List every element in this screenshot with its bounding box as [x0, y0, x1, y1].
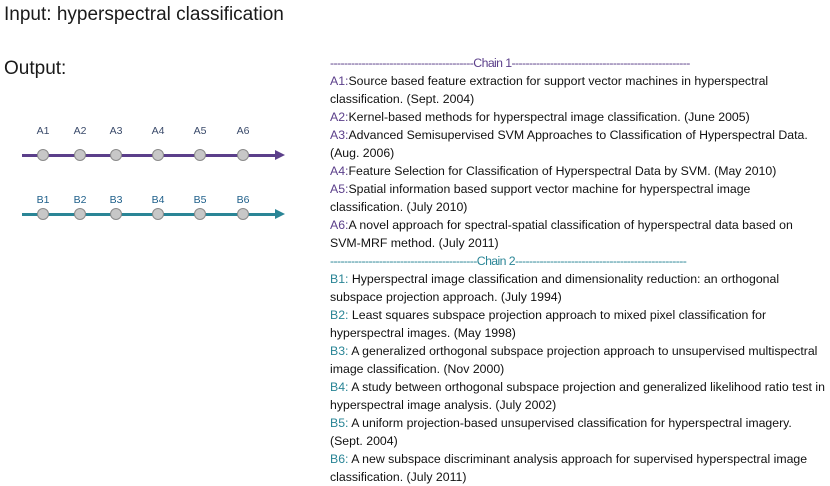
reference-id: A5: [330, 182, 349, 196]
chain-1-separator: ----------------------------------------… [330, 56, 690, 70]
reference-id: B2: [330, 308, 349, 322]
chain-2-node [237, 208, 249, 220]
chain-2-line [22, 212, 276, 216]
reference-item: B3: A generalized orthogonal subspace pr… [330, 342, 826, 378]
chain-2-arrowhead [275, 209, 285, 219]
chain-2-node-label: B4 [151, 194, 165, 206]
chain-2-separator: ----------------------------------------… [330, 254, 687, 268]
chain-2-node-label: B5 [193, 194, 207, 206]
reference-item: B5: A uniform projection-based unsupervi… [330, 414, 826, 450]
chain-1-node [237, 149, 249, 161]
reference-text: Hyperspectral image classification and d… [330, 272, 780, 304]
reference-text: Feature Selection for Classification of … [348, 164, 777, 178]
reference-text: Spatial information based support vector… [330, 182, 751, 214]
chain-2-node-label: B6 [236, 194, 250, 206]
reference-text: Source based feature extraction for supp… [330, 74, 769, 106]
reference-text: Least squares subspace projection approa… [330, 308, 767, 340]
reference-id: B5: [330, 416, 349, 430]
reference-id: B1: [330, 272, 349, 286]
chain-2-node-label: B1 [36, 194, 50, 206]
reference-item: A2:Kernel-based methods for hyperspectra… [330, 108, 826, 126]
reference-id: B3: [330, 344, 349, 358]
reference-text: Kernel-based methods for hyperspectral i… [348, 110, 750, 124]
chain-2-node [110, 208, 122, 220]
reference-item: A3:Advanced Semisupervised SVM Approache… [330, 126, 826, 162]
chain-1-node-label: A4 [151, 125, 165, 137]
chain-2-node [152, 208, 164, 220]
reference-id: B6: [330, 452, 349, 466]
reference-item: A1:Source based feature extraction for s… [330, 72, 826, 108]
reference-item: B6: A new subspace discriminant analysis… [330, 450, 826, 486]
chain-1-node [74, 149, 86, 161]
chain-1-node [37, 149, 49, 161]
chain-2-node-label: B3 [109, 194, 123, 206]
reference-text: A study between orthogonal subspace proj… [330, 380, 825, 412]
output-label: Output: [4, 58, 67, 79]
reference-id: A2: [330, 110, 349, 124]
chain-1-node-label: A5 [193, 125, 207, 137]
reference-text: A new subspace discriminant analysis app… [330, 452, 808, 484]
reference-item: B2: Least squares subspace projection ap… [330, 306, 826, 342]
reference-item: A6:A novel approach for spectral-spatial… [330, 216, 826, 252]
reference-text: A uniform projection-based unsupervised … [330, 416, 792, 448]
chain-1-node-label: A3 [109, 125, 123, 137]
chain-1-node [110, 149, 122, 161]
reference-id: B4: [330, 380, 349, 394]
reference-id: A3: [330, 128, 349, 142]
chain-2-node [37, 208, 49, 220]
reference-text: Advanced Semisupervised SVM Approaches t… [330, 128, 808, 160]
chain-2-node [74, 208, 86, 220]
chain-1-line [22, 153, 276, 157]
reference-list: ----------------------------------------… [330, 54, 826, 486]
chain-1-node [194, 149, 206, 161]
reference-item: B1: Hyperspectral image classification a… [330, 270, 826, 306]
chain-1-arrowhead [275, 150, 285, 160]
reference-text: A novel approach for spectral-spatial cl… [330, 218, 793, 250]
chain-1-node [152, 149, 164, 161]
chain-2-node-label: B2 [73, 194, 87, 206]
reference-id: A6: [330, 218, 349, 232]
reference-item: A5:Spatial information based support vec… [330, 180, 826, 216]
reference-item: B4: A study between orthogonal subspace … [330, 378, 826, 414]
reference-text: A generalized orthogonal subspace projec… [330, 344, 818, 376]
reference-id: A4: [330, 164, 349, 178]
input-title: Input: hyperspectral classification [4, 4, 284, 25]
chain-2-node [194, 208, 206, 220]
reference-item: A4:Feature Selection for Classification … [330, 162, 826, 180]
chain-1-node-label: A1 [36, 125, 50, 137]
reference-id: A1: [330, 74, 349, 88]
chain-1-node-label: A6 [236, 125, 250, 137]
chain-1-node-label: A2 [73, 125, 87, 137]
